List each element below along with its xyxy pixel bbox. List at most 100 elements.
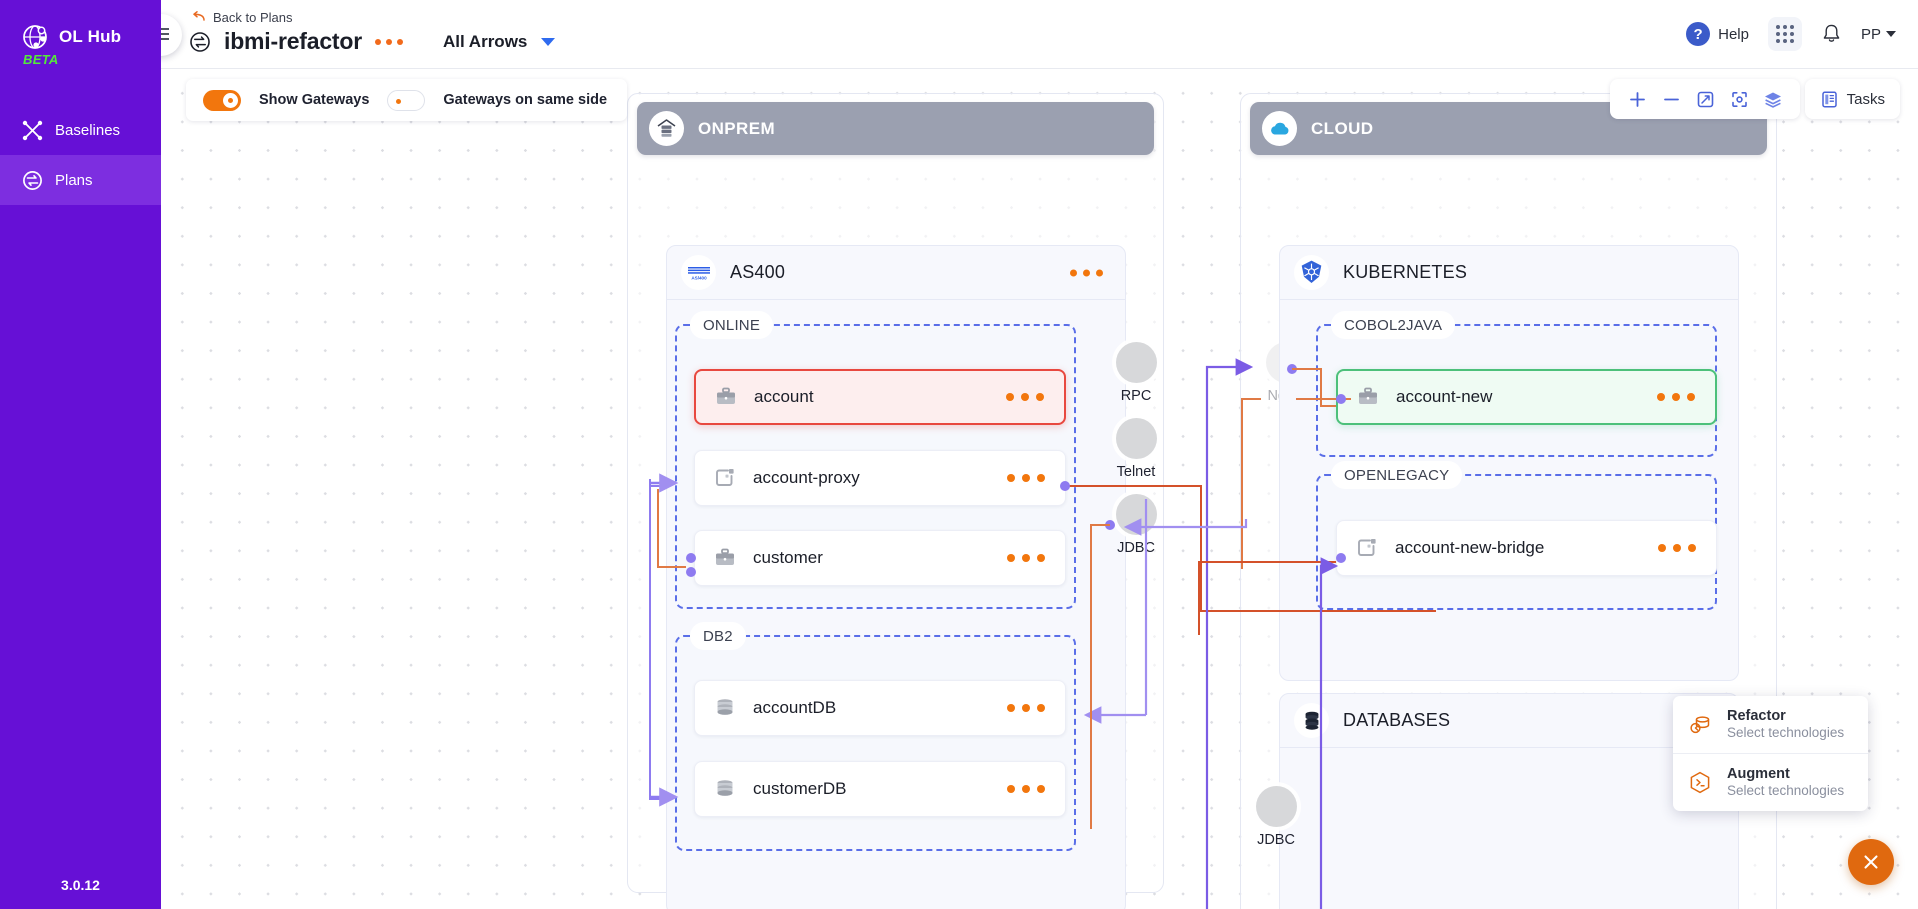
node-account-proxy[interactable]: account-proxy	[694, 450, 1066, 506]
layers-icon[interactable]	[1758, 84, 1788, 114]
app-grid-icon[interactable]	[1767, 17, 1802, 51]
node-account-new-bridge[interactable]: account-new-bridge	[1336, 520, 1717, 576]
menu-item-title: Refactor	[1727, 708, 1786, 724]
diagram-canvas[interactable]: Show Gateways Gateways on same side	[161, 69, 1918, 909]
fit-screen-icon[interactable]	[1690, 84, 1720, 114]
service-briefcase-icon	[1356, 385, 1380, 409]
database-stack-icon	[1294, 703, 1329, 738]
ibm-as400-logo: AS/400	[681, 255, 716, 290]
sidebar: OL Hub BETA Baselines	[0, 0, 161, 909]
back-to-plans-link[interactable]: Back to Plans	[191, 10, 293, 25]
node-customer[interactable]: customer	[694, 530, 1066, 586]
group-db2[interactable]: DB2	[675, 622, 1076, 851]
gateway-circle	[1115, 418, 1157, 459]
group-label: OPENLEGACY	[1331, 461, 1463, 489]
node-menu-icon[interactable]	[1657, 393, 1695, 401]
gateway-jdbc-cloud[interactable]: JDBC	[1241, 786, 1311, 848]
arrows-filter-dropdown[interactable]: All Arrows	[443, 32, 556, 52]
zone-title: ONPREM	[698, 118, 776, 138]
service-briefcase-icon	[714, 385, 738, 409]
node-account-new[interactable]: account-new	[1336, 369, 1717, 425]
kubernetes-logo	[1294, 255, 1329, 290]
group-label: COBOL2JAVA	[1331, 311, 1456, 339]
platform-databases[interactable]: DATABASES	[1279, 693, 1739, 909]
help-label: Help	[1718, 25, 1749, 43]
avatar: PP	[1860, 25, 1881, 43]
show-gateways-label: Show Gateways	[259, 92, 370, 108]
node-accountdb[interactable]: accountDB	[694, 680, 1066, 736]
node-label: customer	[753, 548, 823, 567]
chevron-down-icon	[1886, 31, 1896, 37]
gateway-jdbc-onprem[interactable]: JDBC	[1101, 494, 1171, 556]
tasks-label: Tasks	[1846, 90, 1885, 108]
menu-item-augment[interactable]: Augment Select technologies	[1673, 753, 1868, 811]
platform-title: KUBERNETES	[1343, 262, 1468, 282]
action-menu: Refactor Select technologies Augment Sel…	[1673, 696, 1868, 811]
gateway-label: Telnet	[1116, 464, 1156, 480]
gateway-label: JDBC	[1117, 540, 1155, 556]
platform-databases-header: DATABASES	[1280, 694, 1738, 748]
gateway-rpc[interactable]: RPC	[1101, 342, 1171, 404]
platform-kubernetes-header: KUBERNETES	[1280, 246, 1738, 300]
topbar: Back to Plans ibmi-refactor All Arrows ?…	[140, 0, 1918, 69]
platform-menu-icon[interactable]	[1070, 269, 1103, 276]
user-menu[interactable]: PP	[1861, 26, 1896, 43]
zoom-toolbar	[1610, 79, 1800, 119]
node-account[interactable]: account	[694, 369, 1066, 425]
gateway-label: RPC	[1120, 388, 1152, 404]
zone-onprem-header[interactable]: ONPREM	[637, 102, 1154, 155]
cloud-icon	[1262, 111, 1297, 146]
menu-item-refactor[interactable]: Refactor Select technologies	[1673, 696, 1868, 753]
node-label: account-new	[1396, 387, 1493, 406]
ellipsis-icon[interactable]	[374, 38, 403, 45]
proxy-icon	[1355, 536, 1379, 560]
tasks-list-icon	[1820, 90, 1839, 109]
back-to-plans-label: Back to Plans	[213, 10, 293, 25]
gateways-same-side-toggle[interactable]	[387, 89, 426, 111]
page-title: ibmi-refactor	[224, 28, 362, 54]
node-menu-icon[interactable]	[1007, 474, 1045, 482]
plus-icon[interactable]	[1622, 84, 1652, 114]
ol-hub-logo-icon	[22, 24, 48, 50]
gateway-toggles: Show Gateways Gateways on same side	[186, 79, 628, 121]
baselines-icon	[22, 120, 43, 141]
sidebar-item-label: Baselines	[55, 121, 121, 139]
platform-title: AS400	[730, 262, 786, 282]
bell-icon[interactable]	[1821, 23, 1842, 45]
beta-badge: BETA	[23, 52, 59, 67]
show-gateways-toggle[interactable]	[203, 89, 241, 111]
database-icon	[713, 777, 737, 801]
zone-title: CLOUD	[1311, 118, 1374, 138]
node-customerdb[interactable]: customerDB	[694, 761, 1066, 817]
plans-icon	[189, 31, 211, 53]
sidebar-item-plans[interactable]: Plans	[0, 155, 161, 205]
chevron-down-icon	[541, 37, 556, 46]
gateway-telnet[interactable]: Telnet	[1101, 418, 1171, 480]
menu-item-subtitle: Select technologies	[1727, 725, 1845, 741]
onprem-server-icon	[649, 111, 684, 146]
close-icon[interactable]	[1848, 839, 1894, 885]
menu-item-subtitle: Select technologies	[1727, 783, 1845, 799]
node-menu-icon[interactable]	[1007, 704, 1045, 712]
gateway-circle	[1115, 342, 1157, 383]
svg-text:AS/400: AS/400	[691, 275, 707, 280]
topbar-actions: ? Help PP	[1686, 17, 1896, 51]
minus-icon[interactable]	[1656, 84, 1686, 114]
gateway-circle	[1115, 494, 1157, 535]
node-menu-icon[interactable]	[1006, 393, 1044, 401]
menu-item-title: Augment	[1727, 766, 1790, 782]
sidebar-item-baselines[interactable]: Baselines	[0, 105, 161, 155]
node-label: customerDB	[753, 779, 847, 798]
gateways-same-side-label: Gateways on same side	[443, 92, 608, 108]
help-button[interactable]: ? Help	[1686, 22, 1749, 46]
service-briefcase-icon	[713, 546, 737, 570]
platform-title: DATABASES	[1343, 710, 1451, 730]
node-menu-icon[interactable]	[1658, 544, 1696, 552]
group-label: ONLINE	[690, 311, 774, 339]
focus-icon[interactable]	[1724, 84, 1754, 114]
node-menu-icon[interactable]	[1007, 785, 1045, 793]
app-version: 3.0.12	[61, 877, 100, 893]
node-menu-icon[interactable]	[1007, 554, 1045, 562]
tasks-button[interactable]: Tasks	[1804, 79, 1900, 119]
database-icon	[713, 696, 737, 720]
